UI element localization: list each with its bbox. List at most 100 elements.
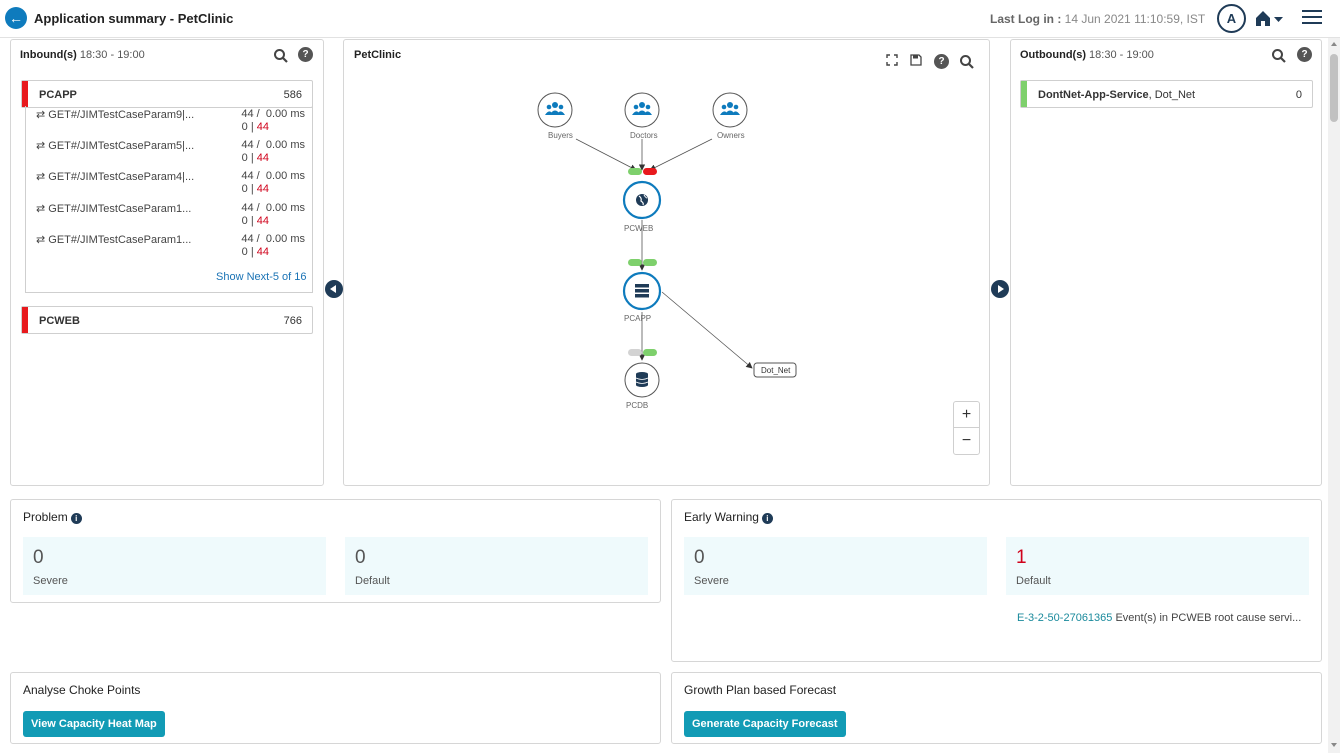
early-warning-default-label: Default xyxy=(1016,575,1051,587)
transaction-row[interactable]: ⇄ GET#/JIMTestCaseParam1... 44 / 0.00 ms… xyxy=(26,200,312,230)
globe-icon xyxy=(636,194,648,206)
avatar[interactable]: A xyxy=(1217,4,1246,33)
search-icon[interactable] xyxy=(273,48,289,64)
scroll-up-arrow-icon[interactable] xyxy=(1331,42,1337,46)
scroll-down-arrow-icon[interactable] xyxy=(1331,743,1337,747)
early-warning-default-box[interactable]: 1 Default xyxy=(1006,537,1309,595)
problem-severe-label: Severe xyxy=(33,575,68,587)
edge-owners-pcweb xyxy=(649,138,713,171)
inbound-panel: Inbound(s) 18:30 - 19:00 ? PCAPP 586 ⇄ G… xyxy=(10,39,324,486)
choke-points-title: Analyse Choke Points xyxy=(23,683,141,697)
event-description: Event(s) in PCWEB root cause servi... xyxy=(1112,612,1302,624)
transaction-calls: 44 / xyxy=(241,170,260,182)
back-arrow-icon[interactable]: ← xyxy=(5,7,27,29)
inbound-title-text: Inbound(s) xyxy=(20,49,77,61)
transaction-errors: 44 xyxy=(256,246,269,258)
early-warning-default-count: 1 xyxy=(1016,547,1027,568)
transaction-ok: 0 | xyxy=(241,246,254,258)
save-icon[interactable] xyxy=(910,54,922,66)
transaction-row[interactable]: ⇄ GET#/JIMTestCaseParam9|... 44 / 0.00 m… xyxy=(26,106,312,136)
transaction-stats: 44 / 0.00 ms xyxy=(233,139,305,151)
search-icon[interactable] xyxy=(959,54,975,70)
collapse-right-arrow-icon[interactable] xyxy=(991,280,1009,298)
status-stripe xyxy=(1021,81,1027,107)
status-pill-ok xyxy=(643,349,657,356)
status-stripe xyxy=(22,81,28,107)
service-count: 586 xyxy=(283,89,302,101)
collapse-left-arrow-icon[interactable] xyxy=(325,280,343,298)
transaction-row[interactable]: ⇄ GET#/JIMTestCaseParam4|... 44 / 0.00 m… xyxy=(26,168,312,198)
transaction-errors: 44 xyxy=(256,121,269,133)
info-icon[interactable]: i xyxy=(761,513,773,524)
choke-points-panel: Analyse Choke Points View Capacity Heat … xyxy=(10,672,661,744)
transaction-calls: 44 / xyxy=(241,108,260,120)
home-dropdown-button[interactable] xyxy=(1254,9,1288,29)
transaction-stats: 44 / 0.00 ms xyxy=(233,233,305,245)
transaction-time: 0.00 ms xyxy=(265,202,305,214)
transaction-time: 0.00 ms xyxy=(265,233,305,245)
page-title: Application summary - PetClinic xyxy=(34,11,234,26)
outbound-title-text: Outbound(s) xyxy=(1020,49,1086,61)
transaction-status: 0 | 44 xyxy=(233,183,269,195)
node-doctors[interactable]: Doctors xyxy=(624,92,660,140)
forecast-panel: Growth Plan based Forecast Generate Capa… xyxy=(671,672,1322,744)
transaction-row[interactable]: ⇄ GET#/JIMTestCaseParam1... 44 / 0.00 ms… xyxy=(26,231,312,261)
last-login-value: 14 Jun 2021 11:10:59, IST xyxy=(1064,12,1206,26)
node-pcdb[interactable]: PCDB xyxy=(624,362,660,410)
help-icon[interactable]: ? xyxy=(934,54,949,69)
event-id-link[interactable]: E-3-2-50-27061365 xyxy=(1017,612,1113,624)
transaction-time: 0.00 ms xyxy=(265,139,305,151)
status-pill-ok xyxy=(628,259,642,266)
scroll-thumb[interactable] xyxy=(1330,54,1338,122)
search-icon[interactable] xyxy=(1271,48,1287,64)
transaction-name: ⇄ GET#/JIMTestCaseParam9|... xyxy=(36,109,195,121)
app-header: ← Application summary - PetClinic Last L… xyxy=(0,0,1340,38)
status-stripe xyxy=(22,307,28,333)
transaction-status: 0 | 44 xyxy=(233,246,269,258)
transaction-name: ⇄ GET#/JIMTestCaseParam4|... xyxy=(36,171,195,183)
problem-default-box[interactable]: 0 Default xyxy=(345,537,648,595)
topology-title: PetClinic xyxy=(354,49,402,61)
node-pcweb[interactable]: PCWEB xyxy=(622,180,662,233)
problem-default-count: 0 xyxy=(355,547,366,568)
node-pcapp[interactable]: PCAPP xyxy=(622,271,662,323)
node-buyers[interactable]: Buyers xyxy=(537,92,573,140)
zoom-in-button[interactable]: + xyxy=(954,402,979,428)
transaction-stats: 44 / 0.00 ms xyxy=(233,202,305,214)
transaction-list: ⇄ GET#/JIMTestCaseParam9|... 44 / 0.00 m… xyxy=(25,106,313,293)
inbound-service-pcweb[interactable]: PCWEB 766 xyxy=(21,306,313,334)
node-dotnet[interactable]: Dot_Net xyxy=(753,362,797,378)
transaction-calls: 44 / xyxy=(241,202,260,214)
inbound-service-pcapp[interactable]: PCAPP 586 xyxy=(21,80,313,108)
view-capacity-heat-map-button[interactable]: View Capacity Heat Map xyxy=(23,711,165,737)
topology-graph: Buyers Doctors Owners xyxy=(537,92,797,410)
help-icon[interactable]: ? xyxy=(298,47,313,62)
page-scrollbar[interactable] xyxy=(1328,38,1340,753)
help-icon[interactable]: ? xyxy=(1297,47,1312,62)
transaction-time: 0.00 ms xyxy=(265,108,305,120)
transaction-errors: 44 xyxy=(256,183,269,195)
outbound-service-dotnet[interactable]: DontNet-App-Service, Dot_Net 0 xyxy=(1020,80,1313,108)
transaction-status: 0 | 44 xyxy=(233,121,269,133)
zoom-out-button[interactable]: − xyxy=(961,432,972,449)
server-icon xyxy=(635,284,649,298)
fullscreen-icon[interactable] xyxy=(886,54,898,66)
hamburger-menu-icon[interactable] xyxy=(1302,10,1322,26)
outbound-panel: Outbound(s) 18:30 - 19:00 ? DontNet-App-… xyxy=(1010,39,1322,486)
inbound-title: Inbound(s) 18:30 - 19:00 xyxy=(20,49,145,61)
problem-severe-box[interactable]: 0 Severe xyxy=(23,537,326,595)
transaction-name: ⇄ GET#/JIMTestCaseParam5|... xyxy=(36,140,195,152)
service-count: 766 xyxy=(283,315,302,327)
transaction-ok: 0 | xyxy=(241,121,254,133)
info-icon[interactable]: i xyxy=(70,513,82,524)
early-warning-severe-box[interactable]: 0 Severe xyxy=(684,537,987,595)
problem-default-label: Default xyxy=(355,575,390,587)
status-pill-error xyxy=(643,168,657,175)
service-name-text: DontNet-App-Service xyxy=(1038,89,1149,101)
node-owners[interactable]: Owners xyxy=(712,92,748,140)
generate-capacity-forecast-button[interactable]: Generate Capacity Forecast xyxy=(684,711,846,737)
show-next-link[interactable]: Show Next-5 of 16 xyxy=(216,271,307,283)
transaction-row[interactable]: ⇄ GET#/JIMTestCaseParam5|... 44 / 0.00 m… xyxy=(26,137,312,167)
service-type: , Dot_Net xyxy=(1148,89,1196,101)
